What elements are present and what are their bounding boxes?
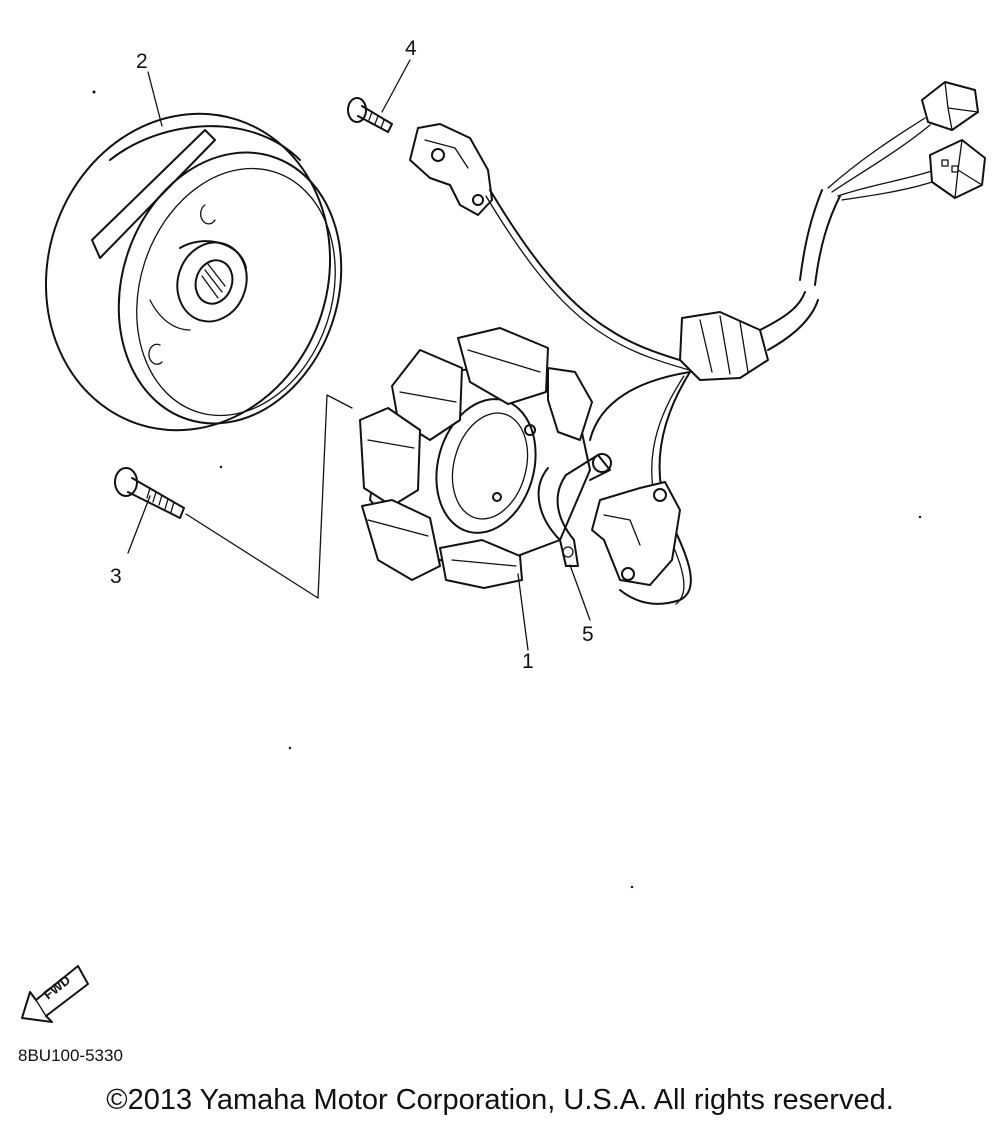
callout-5: 5 bbox=[582, 623, 594, 646]
retaining-bracket bbox=[537, 453, 612, 567]
fwd-arrow-icon: FWD bbox=[21, 965, 89, 1023]
leader-4 bbox=[381, 59, 411, 113]
pickup-coil-lower bbox=[591, 481, 681, 586]
speck bbox=[92, 90, 96, 94]
assembly-axis-line bbox=[185, 394, 353, 599]
callout-3: 3 bbox=[110, 565, 122, 588]
stator-assembly bbox=[359, 327, 593, 589]
callout-2: 2 bbox=[136, 50, 148, 73]
pickup-coil-upper bbox=[409, 123, 493, 216]
leader-lines bbox=[127, 59, 591, 651]
leader-3 bbox=[127, 495, 151, 554]
leader-1 bbox=[517, 573, 529, 651]
callout-1: 1 bbox=[522, 650, 534, 673]
copyright-notice: ©2013 Yamaha Motor Corporation, U.S.A. A… bbox=[106, 1084, 894, 1116]
leader-2 bbox=[147, 71, 163, 127]
speck bbox=[630, 885, 634, 889]
pickup-screw bbox=[347, 97, 393, 133]
connector-upper bbox=[921, 81, 979, 131]
speck bbox=[918, 515, 922, 519]
callout-4: 4 bbox=[405, 37, 417, 60]
speck bbox=[219, 465, 223, 469]
flywheel-rotor bbox=[44, 112, 343, 432]
wire-harness bbox=[485, 117, 939, 605]
stator-screw bbox=[114, 467, 185, 519]
leader-5 bbox=[569, 564, 591, 621]
speck bbox=[288, 746, 292, 750]
connector-lower bbox=[929, 139, 986, 199]
drawing-code: 8BU100-5330 bbox=[18, 1046, 123, 1065]
